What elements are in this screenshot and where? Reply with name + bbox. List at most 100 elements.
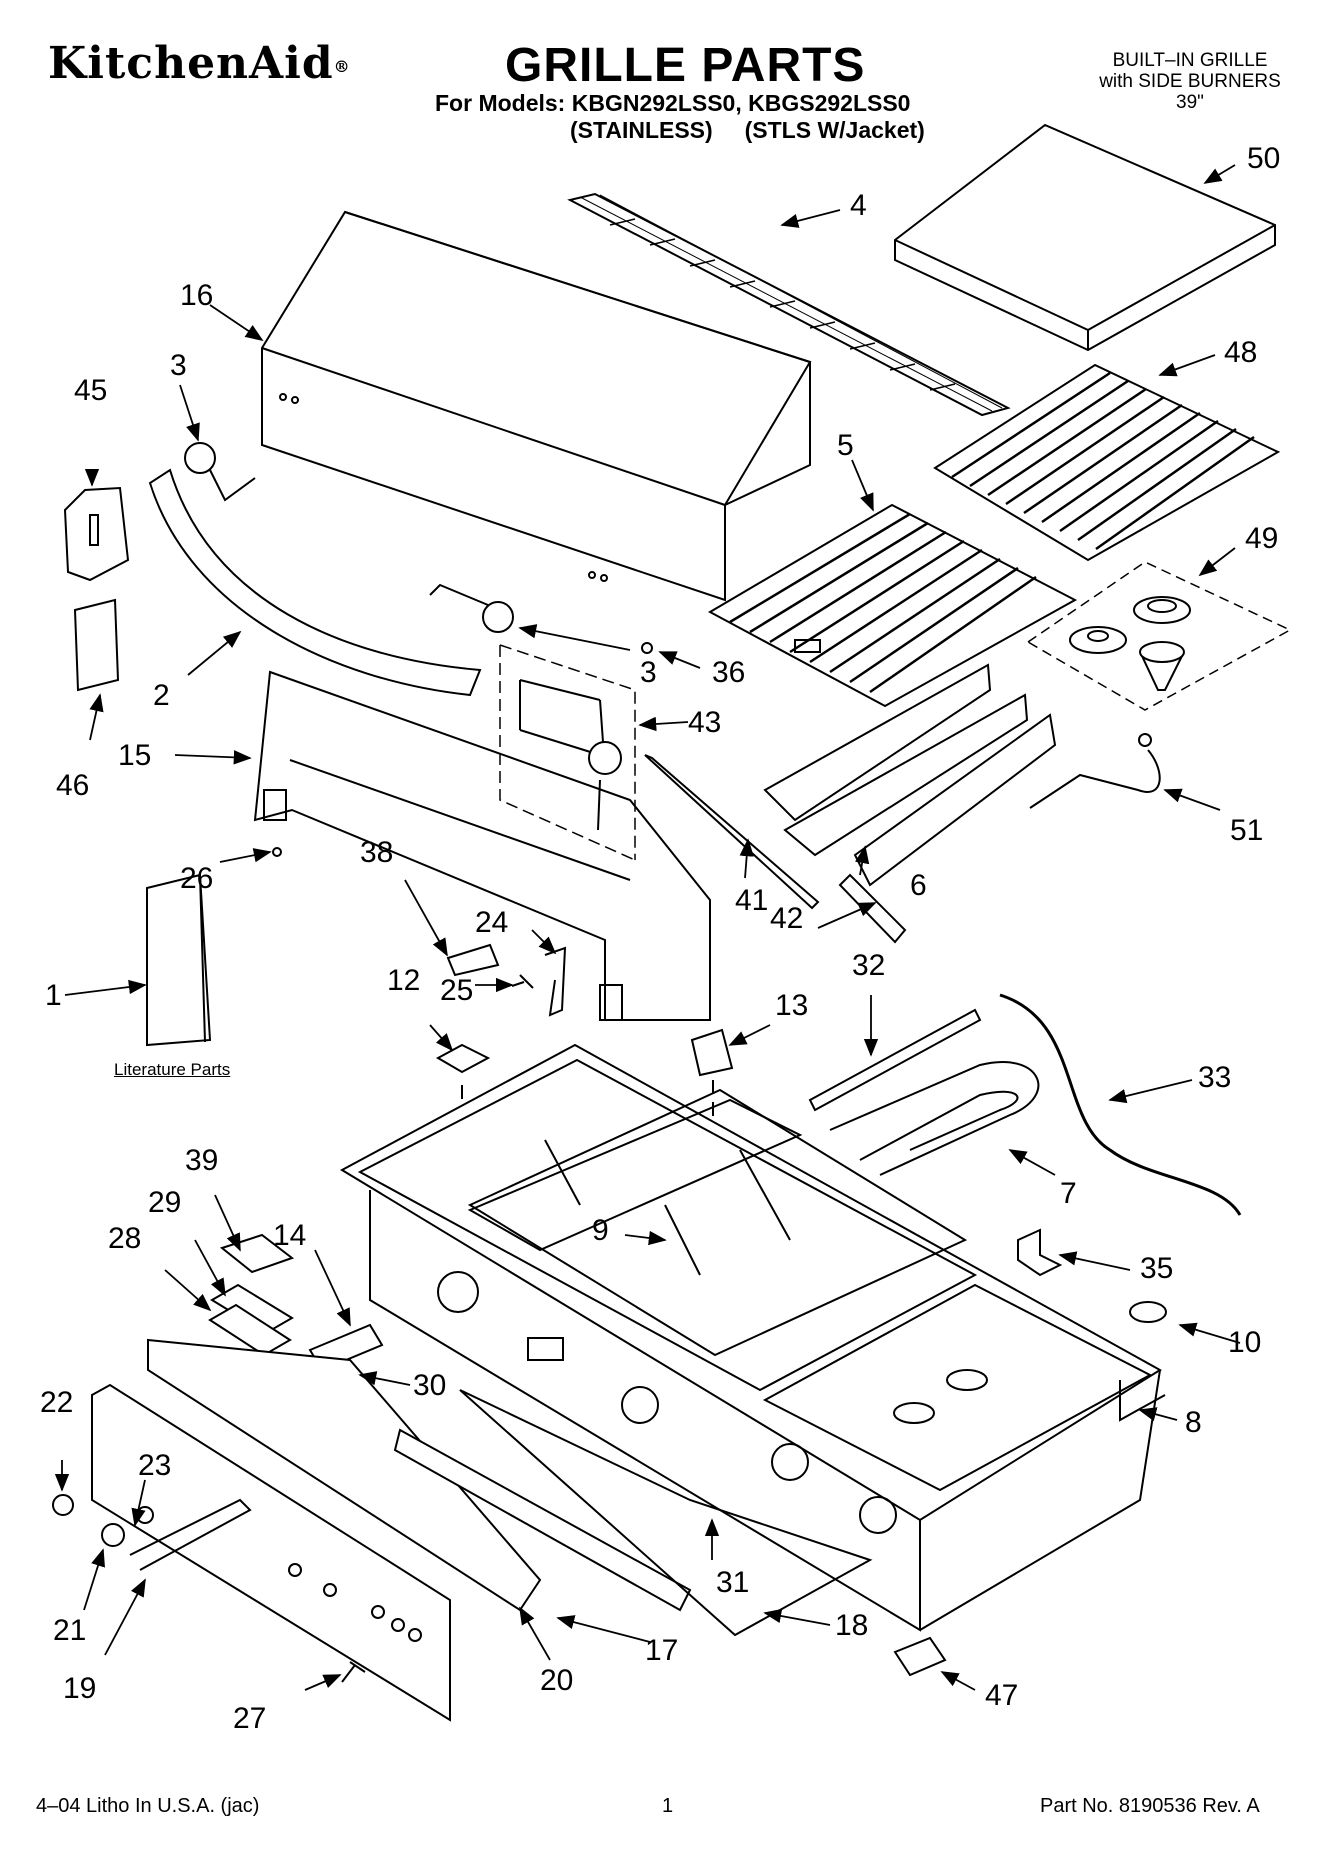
callout-31: 31 — [716, 1566, 749, 1599]
callout-12: 12 — [387, 964, 420, 997]
callout-1: 1 — [45, 979, 62, 1012]
callout-33: 33 — [1198, 1061, 1231, 1094]
part-number: Part No. 8190536 Rev. A — [1040, 1795, 1260, 1817]
callout-32: 32 — [852, 949, 885, 982]
kitchenaid-logo: KitchenAid® — [48, 38, 351, 89]
callout-21: 21 — [53, 1614, 86, 1647]
part-12-bracket — [435, 1043, 491, 1074]
callout-23: 23 — [138, 1449, 171, 1482]
callout-7: 7 — [1060, 1177, 1077, 1210]
part-hood — [261, 210, 812, 602]
page-title: GRILLE PARTS — [505, 39, 866, 92]
callout-45: 45 — [74, 374, 107, 407]
callout-3-lower: 3 — [640, 656, 657, 689]
part-10-igniter — [1129, 1301, 1167, 1323]
callout-labels: 16 3 4 50 48 5 49 45 2 3 36 43 46 15 51 … — [40, 142, 1280, 1735]
part-18-drip-pan — [459, 1389, 873, 1637]
callout-6: 6 — [910, 869, 927, 902]
part-21-knob — [101, 1523, 125, 1547]
callout-39: 39 — [185, 1144, 218, 1177]
callout-10: 10 — [1228, 1326, 1261, 1359]
callout-48: 48 — [1224, 336, 1257, 369]
callout-9: 9 — [592, 1214, 609, 1247]
part-2-handle — [148, 468, 482, 697]
part-6-heat-shields — [763, 663, 1057, 887]
part-3-hinge — [184, 442, 653, 654]
part-43-rotisserie-fork — [499, 644, 636, 861]
part-38-clip — [446, 943, 500, 977]
callout-15: 15 — [118, 739, 151, 772]
part-50-cover — [894, 123, 1276, 352]
callout-30: 30 — [413, 1369, 446, 1402]
callout-20: 20 — [540, 1664, 573, 1697]
part-26-screw — [272, 847, 282, 857]
part-24-bracket — [544, 946, 567, 1017]
part-9-rail — [467, 1098, 803, 1252]
part-7-burner — [829, 1061, 1040, 1176]
product-line-1: BUILT–IN GRILLE — [1112, 50, 1268, 71]
callout-25: 25 — [440, 974, 473, 1007]
part-1-literature — [146, 873, 212, 1047]
litho-note: 4–04 Litho In U.S.A. (jac) — [36, 1795, 260, 1817]
part-22-knob — [52, 1494, 74, 1516]
models-line: For Models: KBGN292LSS0, KBGS292LSS0 — [435, 90, 911, 116]
callout-27: 27 — [233, 1702, 266, 1735]
callout-4: 4 — [850, 189, 867, 222]
callout-49: 49 — [1245, 522, 1278, 555]
registered-mark-icon: ® — [333, 57, 351, 76]
callout-29: 29 — [148, 1186, 181, 1219]
part-8-side-cabinet — [1119, 1380, 1166, 1422]
part-28-terminal-block — [208, 1303, 292, 1357]
callout-41: 41 — [735, 884, 768, 917]
callout-19: 19 — [63, 1672, 96, 1705]
callout-16: 16 — [180, 279, 213, 312]
part-48-cooking-grate — [933, 363, 1281, 562]
part-45-cover — [63, 486, 130, 582]
literature-parts-label: Literature Parts — [114, 1060, 231, 1079]
callout-leaders — [54, 164, 1241, 1691]
product-line-3: 39" — [1176, 92, 1204, 113]
callout-5: 5 — [837, 429, 854, 462]
callout-13: 13 — [775, 989, 808, 1022]
part-32-burner-tube — [808, 1008, 982, 1112]
product-description: BUILT–IN GRILLE with SIDE BURNERS 39" — [1080, 50, 1300, 113]
callout-46: 46 — [56, 769, 89, 802]
callout-17: 17 — [645, 1634, 678, 1667]
part-firebox-base — [339, 1043, 1162, 1632]
part-51-gas-tube — [1029, 733, 1161, 809]
part-31-rail — [393, 1428, 692, 1612]
callout-35: 35 — [1140, 1252, 1173, 1285]
part-27-screw — [341, 1661, 366, 1683]
callout-14: 14 — [273, 1219, 306, 1252]
part-19-handle — [129, 1498, 252, 1571]
part-20-control-panel — [91, 1383, 451, 1722]
page-number: 1 — [662, 1795, 674, 1817]
callout-47: 47 — [985, 1679, 1018, 1712]
callout-2: 2 — [153, 679, 170, 712]
callout-36: 36 — [712, 656, 745, 689]
part-35-bracket — [1017, 1228, 1063, 1277]
callout-42: 42 — [770, 902, 803, 935]
part-warming-rack — [567, 192, 1011, 417]
callout-3-top: 3 — [170, 349, 187, 382]
callout-26: 26 — [180, 862, 213, 895]
part-13-bracket — [690, 1028, 734, 1077]
callout-43: 43 — [688, 706, 721, 739]
part-49-side-burner-kit — [1026, 561, 1292, 711]
callout-22: 22 — [40, 1386, 73, 1419]
part-33-gas-hose — [999, 993, 1242, 1216]
part-41-spit-rod — [644, 754, 820, 910]
callout-18: 18 — [835, 1609, 868, 1642]
part-47-clip — [893, 1636, 947, 1677]
callout-28: 28 — [108, 1222, 141, 1255]
part-15-front-panel — [253, 670, 711, 1021]
callout-51: 51 — [1230, 814, 1263, 847]
callout-50: 50 — [1247, 142, 1280, 175]
part-46-bracket — [73, 598, 120, 692]
variants-line: (STAINLESS) (STLS W/Jacket) — [570, 117, 925, 143]
part-42-spit-handle — [838, 873, 907, 944]
part-25-screw — [511, 974, 534, 989]
part-5-cooking-grate — [707, 503, 1078, 708]
part-17-trim — [147, 1338, 542, 1612]
